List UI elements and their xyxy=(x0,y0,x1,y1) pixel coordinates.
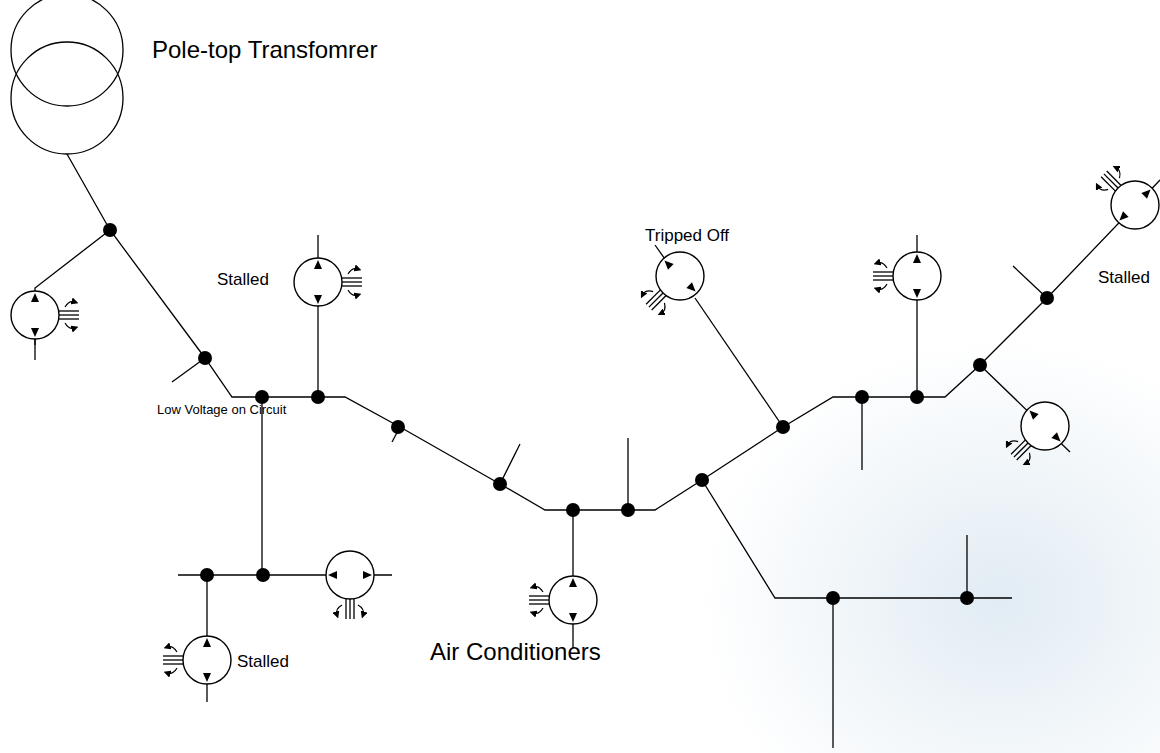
note-label: Low Voltage on Circuit xyxy=(157,403,286,417)
group-label: Air Conditioners xyxy=(430,639,601,665)
transformer-label: Pole-top Transfomrer xyxy=(152,37,377,63)
status-label: Tripped Off xyxy=(645,227,729,246)
status-label: Stalled xyxy=(237,653,289,672)
status-label: Stalled xyxy=(1098,269,1150,288)
status-label: Stalled xyxy=(217,271,269,290)
